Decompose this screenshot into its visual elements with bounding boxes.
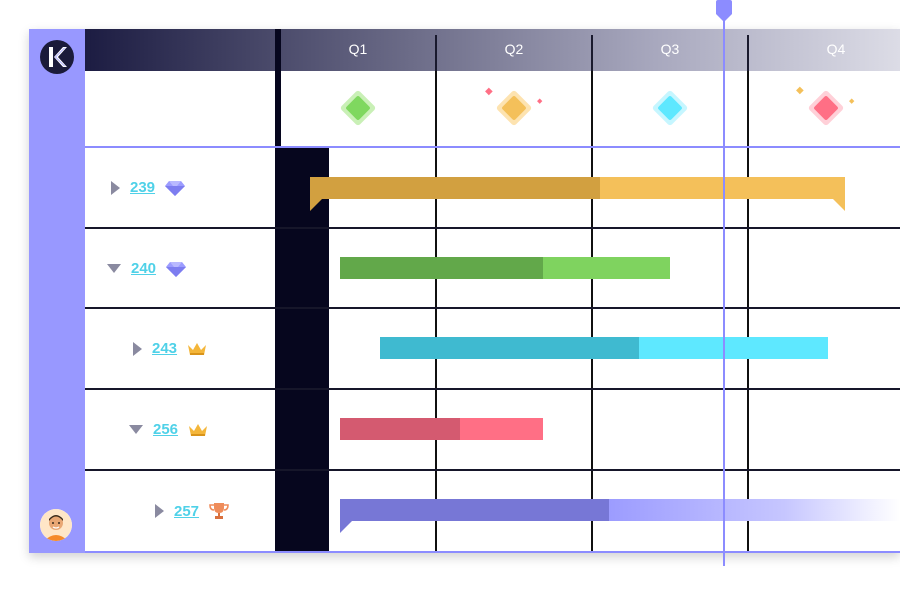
- list-item-240[interactable]: 240: [107, 260, 187, 277]
- gem-icon: [165, 180, 186, 196]
- item-id-link[interactable]: 256: [153, 421, 179, 438]
- expand-arrow-icon[interactable]: [111, 180, 120, 195]
- task-bar-progress: [340, 418, 460, 440]
- milestone-row-divider: [85, 146, 900, 148]
- task-bar-progress: [340, 499, 609, 521]
- sparkle-icon: ◆: [485, 86, 493, 97]
- quarter-label-q4[interactable]: Q4: [826, 41, 846, 57]
- task-bar-257[interactable]: [340, 499, 900, 521]
- sparkle-icon: ◆: [796, 85, 804, 96]
- crown-icon: [188, 342, 207, 355]
- row-divider: [85, 307, 900, 309]
- diamond-sparkle-icon[interactable]: [807, 89, 845, 127]
- collapse-arrow-icon[interactable]: [107, 264, 121, 273]
- timeline-header: Q1 Q2 Q3 Q4: [85, 29, 900, 71]
- frozen-column-block: [275, 148, 329, 553]
- list-item-256[interactable]: 256: [129, 421, 208, 438]
- quarter-label-q3[interactable]: Q3: [660, 41, 680, 57]
- user-avatar-icon[interactable]: [40, 509, 72, 541]
- expand-arrow-icon[interactable]: [155, 504, 164, 518]
- trophy-icon: [209, 503, 229, 519]
- quarter-label-q1[interactable]: Q1: [348, 41, 368, 57]
- task-bar-remaining: [460, 418, 543, 440]
- today-marker-handle-icon[interactable]: [714, 0, 734, 22]
- task-bar-remaining: [600, 177, 845, 199]
- item-id-link[interactable]: 257: [174, 502, 200, 520]
- today-marker-line[interactable]: [723, 16, 725, 566]
- diamond-icon[interactable]: [339, 89, 377, 127]
- task-bar-progress: [340, 257, 543, 279]
- list-item-257[interactable]: 257: [155, 502, 229, 520]
- item-id-link[interactable]: 239: [130, 179, 156, 196]
- task-bar-240[interactable]: [340, 257, 670, 279]
- sparkle-icon: ◆: [849, 98, 855, 105]
- row-divider: [85, 227, 900, 229]
- item-id-link[interactable]: 240: [131, 260, 157, 277]
- grid-bottom-border: [85, 551, 900, 553]
- k-logo-icon[interactable]: [40, 40, 74, 74]
- grid-column-line: [747, 71, 749, 553]
- list-item-239[interactable]: 239: [111, 179, 186, 196]
- sparkle-icon: ◆: [537, 98, 543, 105]
- diamond-icon[interactable]: [651, 89, 689, 127]
- task-bar-progress: [380, 337, 639, 359]
- quarter-label-q2[interactable]: Q2: [504, 41, 524, 57]
- gem-icon: [166, 261, 187, 277]
- task-bar-remaining: [639, 337, 828, 359]
- task-bar-239[interactable]: [310, 177, 845, 199]
- task-bar-progress: [310, 177, 600, 199]
- task-bar-remaining: [609, 499, 900, 521]
- gantt-app-window: Q1 Q2 Q3 Q4 ◆ ◆ ◆ ◆ 239 240: [29, 29, 900, 553]
- sidebar: [29, 29, 85, 553]
- list-item-243[interactable]: 243: [133, 340, 207, 357]
- expand-arrow-icon[interactable]: [133, 341, 142, 356]
- header-divider: [435, 35, 437, 71]
- header-divider: [747, 35, 749, 71]
- task-bar-256[interactable]: [340, 418, 543, 440]
- bar-end-flag: [833, 199, 845, 211]
- diamond-sparkle-icon[interactable]: [495, 89, 533, 127]
- grid-column-line: [591, 71, 593, 553]
- bar-start-flag: [310, 199, 322, 211]
- row-divider: [85, 388, 900, 390]
- task-bar-remaining: [543, 257, 670, 279]
- row-divider: [85, 469, 900, 471]
- grid-column-line: [435, 71, 437, 553]
- task-bar-243[interactable]: [380, 337, 828, 359]
- collapse-arrow-icon[interactable]: [129, 425, 143, 434]
- item-id-link[interactable]: 243: [152, 340, 178, 357]
- bar-start-flag: [340, 521, 352, 533]
- header-divider: [591, 35, 593, 71]
- crown-icon: [189, 423, 208, 436]
